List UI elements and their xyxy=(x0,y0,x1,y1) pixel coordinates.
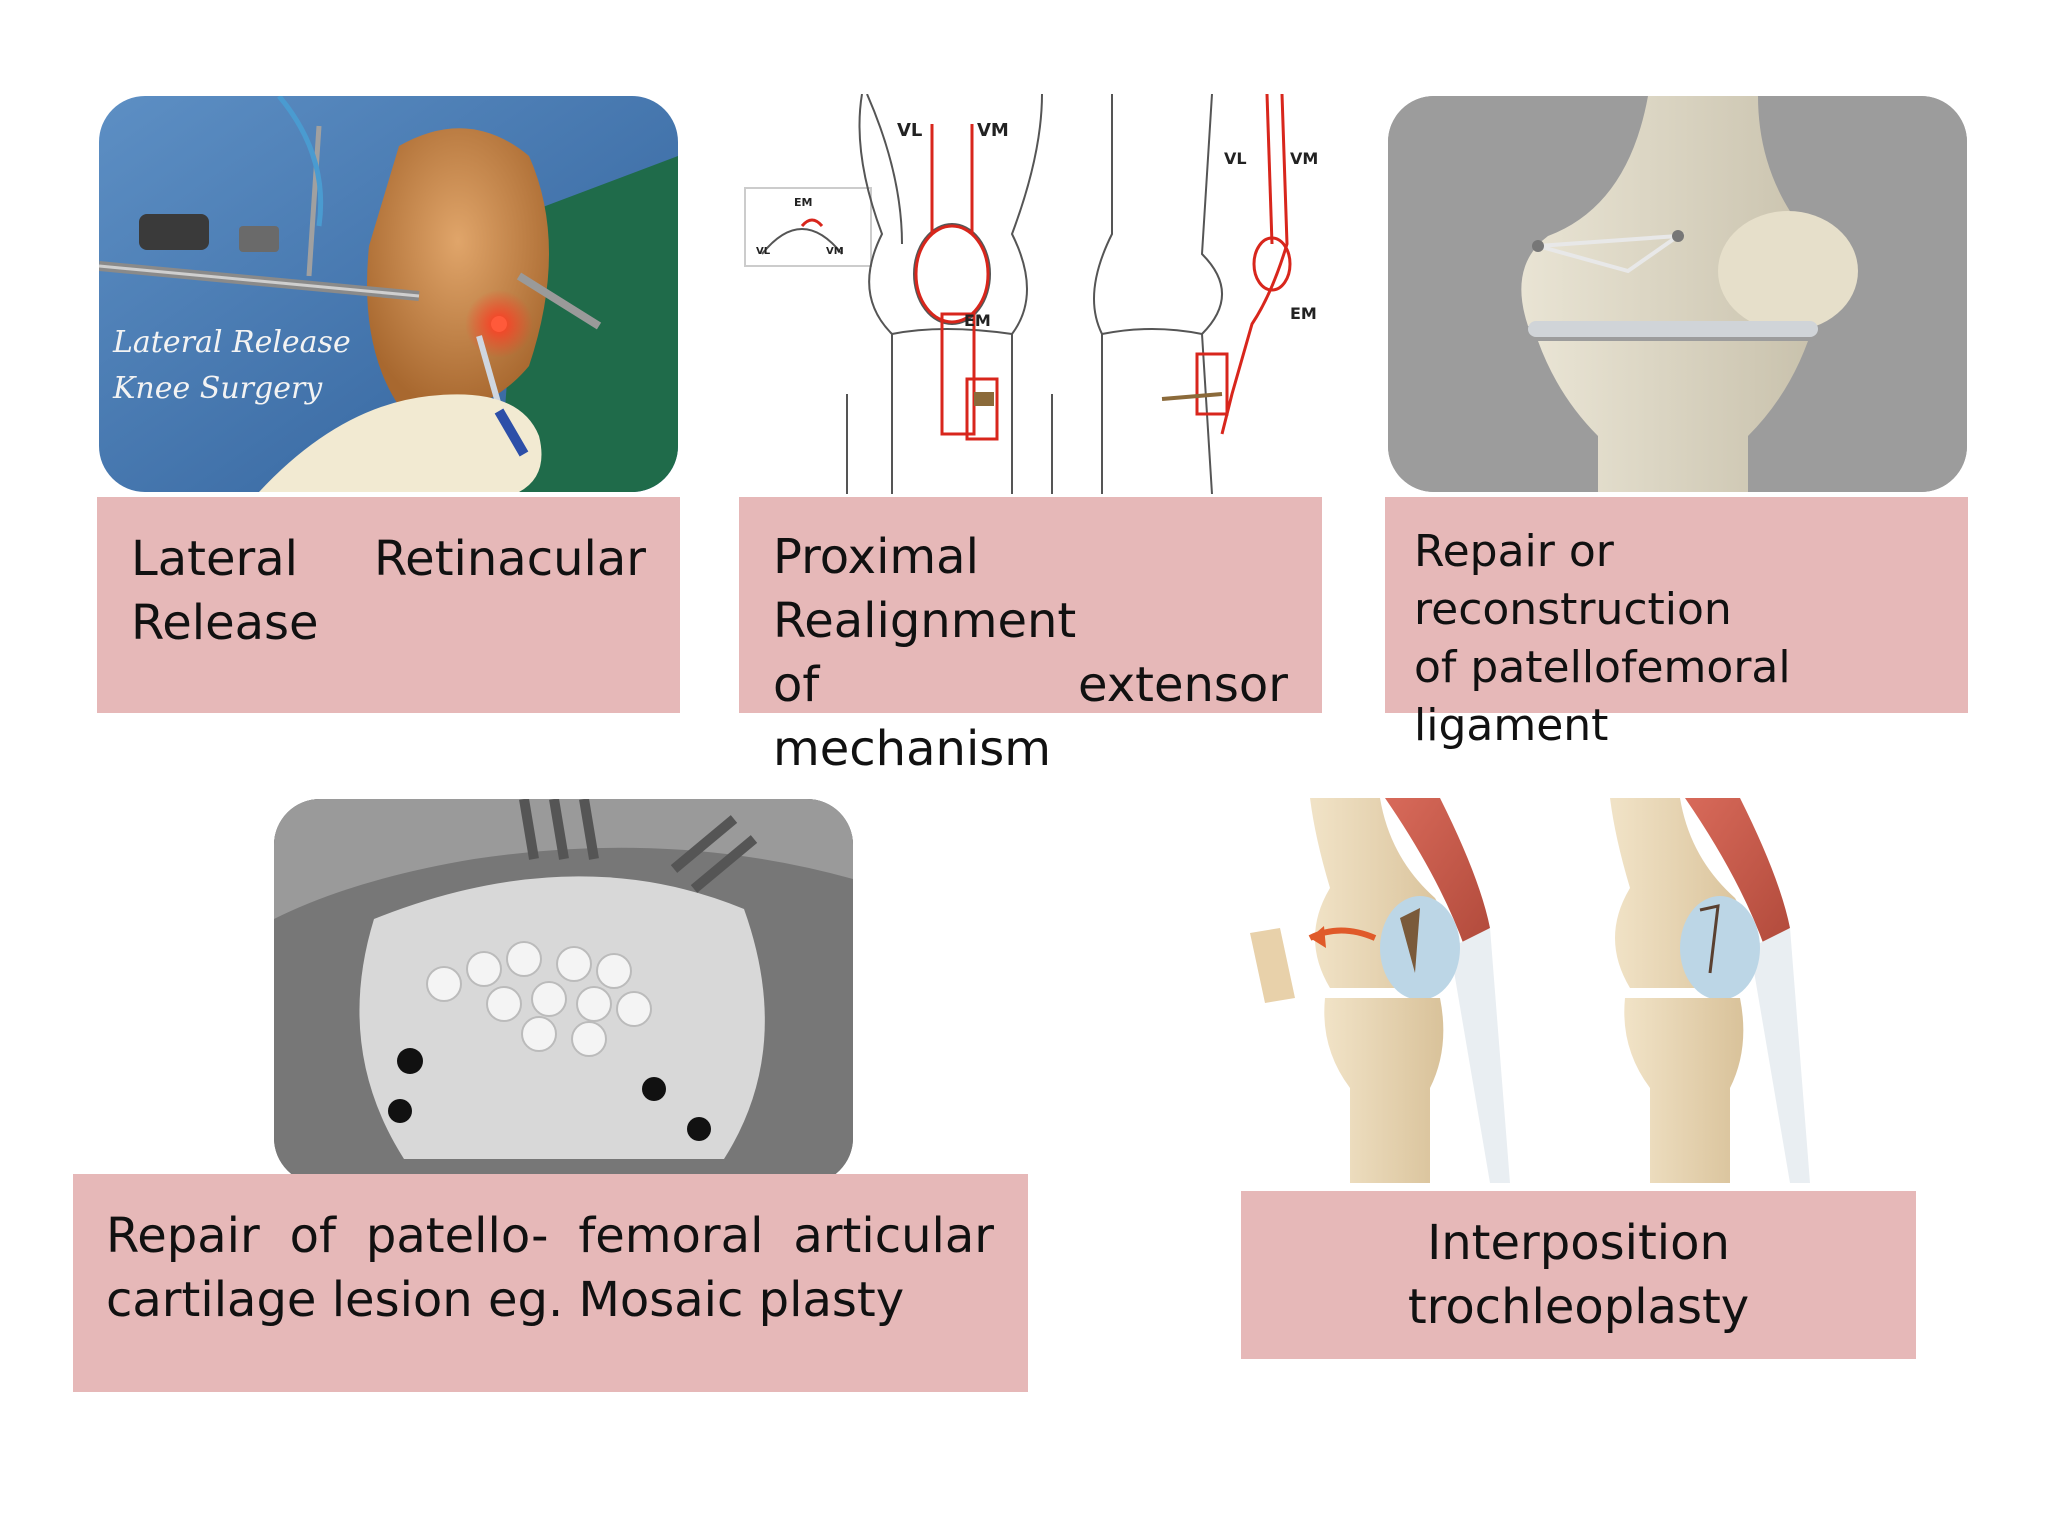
mosaicplasty-photo xyxy=(274,799,853,1184)
caption-line: ligament xyxy=(1414,700,1609,751)
caption-lateral-retinacular-release: Lateral Retinacular Release xyxy=(97,497,680,713)
patellofemoral-ligament-render xyxy=(1388,96,1967,492)
inset-label-vm: VM xyxy=(826,246,844,257)
label-vl-2: VL xyxy=(1224,149,1247,168)
label-em: EM xyxy=(964,311,991,330)
label-vl: VL xyxy=(897,120,922,141)
caption-mosaicplasty: Repair of patello- femoral articular car… xyxy=(73,1174,1028,1392)
caption-line: Repair of patello- femoral articular xyxy=(106,1208,994,1264)
proximal-realignment-diagram: VL VM EM VL VM EM EM VL VM xyxy=(742,94,1327,494)
caption-line: Lateral Retinacular xyxy=(131,531,646,587)
label-vm: VM xyxy=(977,120,1009,141)
caption-line: trochleoplasty xyxy=(1407,1279,1750,1335)
trochleoplasty-illustration xyxy=(1240,798,1840,1183)
label-vm-2: VM xyxy=(1290,149,1318,168)
caption-line: cartilage lesion eg. Mosaic plasty xyxy=(106,1272,905,1328)
caption-line: Release xyxy=(131,595,319,651)
caption-line: Interposition xyxy=(1427,1215,1730,1271)
caption-line: of extensor xyxy=(773,657,1288,713)
inset-label-vl: VL xyxy=(756,246,771,257)
label-em-2: EM xyxy=(1290,304,1317,323)
caption-mpfl-reconstruction: Repair or reconstruction of patellofemor… xyxy=(1385,497,1968,751)
overlay-line-2: Knee Surgery xyxy=(112,371,323,406)
caption-interposition-trochleoplasty: Interposition trochleoplasty xyxy=(1241,1191,1916,1359)
lateral-release-photo: Lateral Release Knee Surgery xyxy=(99,96,678,492)
caption-line: mechanism xyxy=(773,721,1052,777)
caption-proximal-realignment: Proximal Realignment of extensor mechani… xyxy=(739,497,1322,777)
overlay-line-1: Lateral Release xyxy=(112,325,351,360)
inset-label-em: EM xyxy=(794,196,812,209)
caption-line: Repair or reconstruction xyxy=(1414,526,1732,635)
caption-line: of patellofemoral xyxy=(1414,642,1791,693)
caption-line: Proximal Realignment xyxy=(773,529,1077,649)
